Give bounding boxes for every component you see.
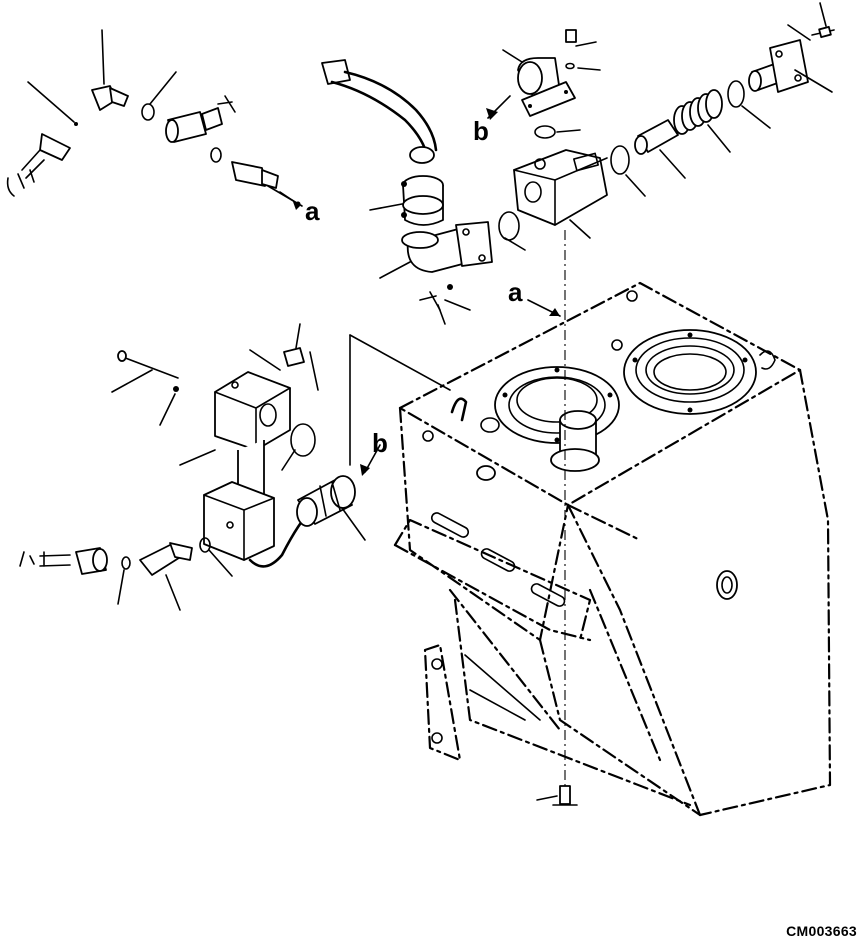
manifold-block xyxy=(502,29,608,239)
ref-letter-a-upper: a xyxy=(305,196,320,226)
figure-code: CM003663 xyxy=(786,923,857,939)
drain-plug xyxy=(536,785,578,806)
suction-hose-assembly xyxy=(610,2,835,197)
return-pipe-assembly xyxy=(321,59,526,325)
ref-letter-a-lower: a xyxy=(508,277,523,307)
reference-markers: a a b b xyxy=(267,95,561,476)
level-gauge-bracket xyxy=(19,323,451,611)
sensor-fittings xyxy=(6,29,301,207)
ref-letter-b-upper: b xyxy=(473,116,489,146)
filler-flange xyxy=(623,329,776,415)
hydraulic-tank xyxy=(393,281,832,817)
ref-letter-b-lower: b xyxy=(372,428,388,458)
strainer-flange xyxy=(494,366,620,472)
